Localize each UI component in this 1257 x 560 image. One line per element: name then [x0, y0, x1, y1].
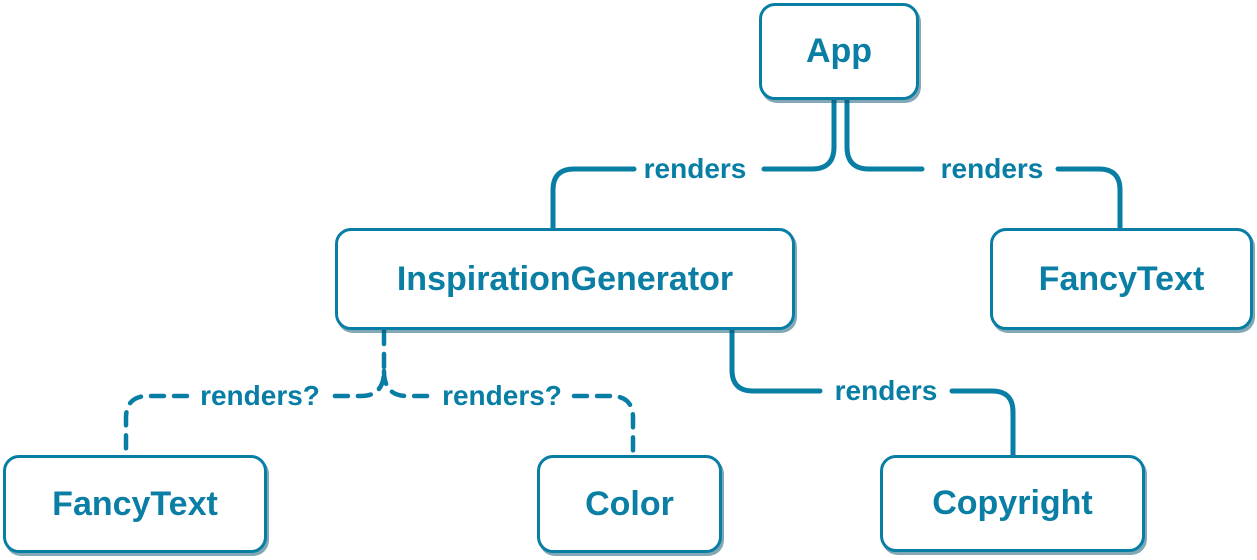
node-app: App [759, 3, 919, 100]
node-fancy-text-bottom-label: FancyText [52, 484, 218, 523]
node-copyright-label: Copyright [932, 484, 1093, 522]
node-inspiration-generator-label: InspirationGenerator [396, 259, 734, 298]
edge-inspiration-generator-to-color-line [381, 368, 636, 459]
node-fancy-text-top: FancyText [990, 228, 1253, 330]
node-color-label: Color [585, 484, 674, 523]
edge-label-app-inspiration-generator: renders [643, 153, 747, 184]
edge-label-inspiration-generator-color: renders? [442, 380, 562, 411]
edge-app-to-inspiration-generator-line [550, 97, 837, 232]
edge-app-to-fancy-text-line [844, 97, 1123, 232]
node-fancy-text-top-label: FancyText [1038, 259, 1205, 298]
edge-label-inspiration-generator-fancy-text: renders? [200, 380, 320, 411]
edge-inspiration-generator-to-fancy-text-line [123, 328, 387, 459]
node-inspiration-generator: InspirationGenerator [335, 228, 795, 330]
node-fancy-text-bottom: FancyText [3, 455, 267, 553]
edge-label-app-fancy-text: renders [940, 153, 1044, 184]
node-app-label: App [805, 32, 873, 70]
node-copyright: Copyright [880, 455, 1145, 552]
edge-inspiration-generator-to-copyright-line [729, 328, 1016, 459]
node-color: Color [537, 455, 722, 553]
edge-label-inspiration-generator-copyright: renders [834, 375, 938, 406]
